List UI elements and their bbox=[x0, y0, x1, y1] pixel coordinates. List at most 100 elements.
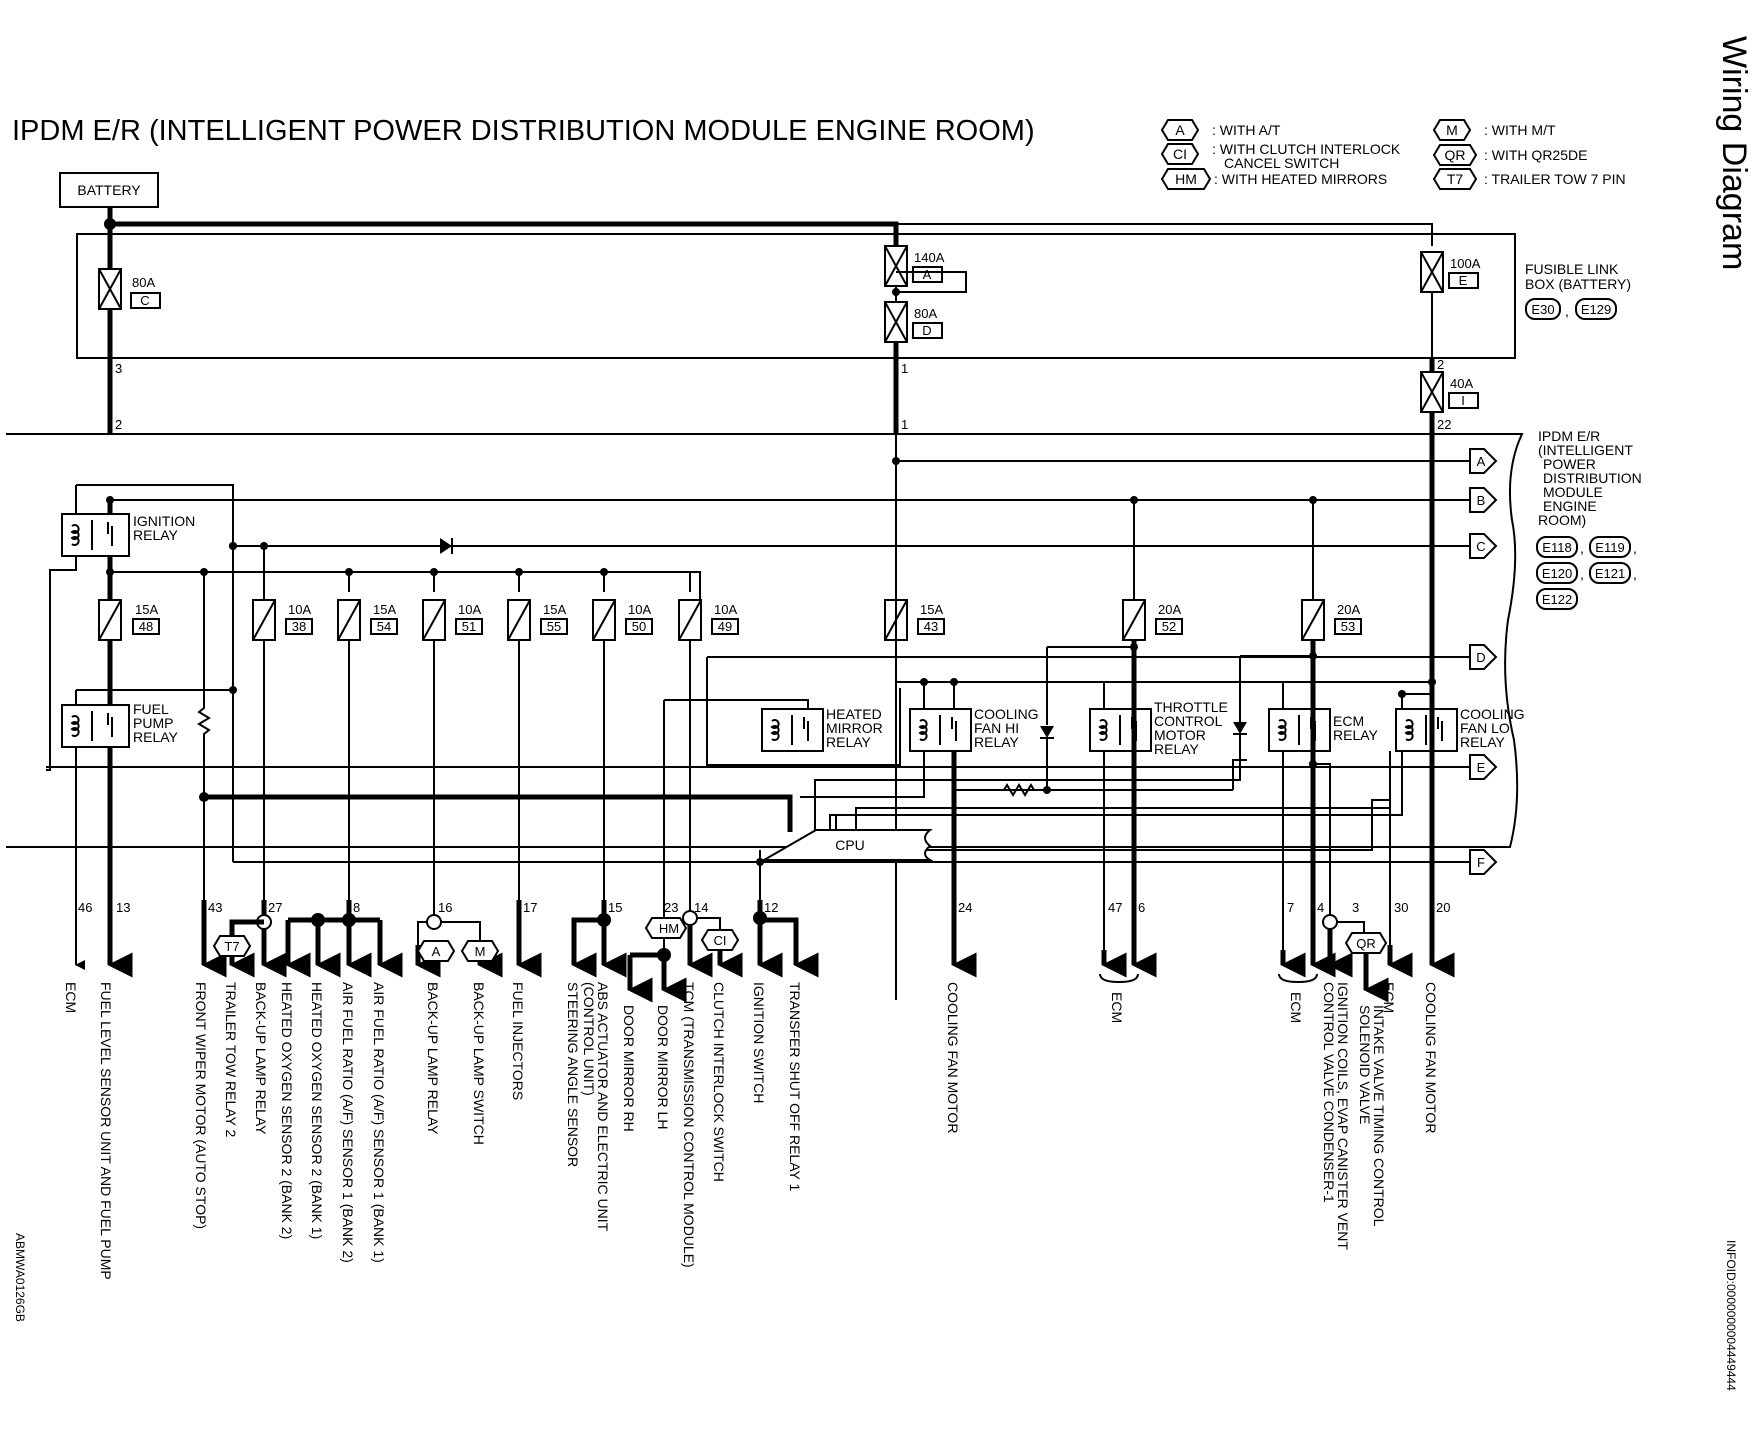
fusible-link-100a-e: 100A E bbox=[1420, 251, 1481, 358]
fuse-15a-48-num: 48 bbox=[139, 619, 153, 634]
ignition-relay-label-1: IGNITION bbox=[133, 513, 195, 529]
dest-backup-lamp-relay-2: BACK-UP LAMP RELAY bbox=[425, 982, 441, 1135]
fusible-link-140a-a: 140A A bbox=[884, 245, 945, 287]
legend-text-t7: : TRAILER TOW 7 PIN bbox=[1484, 171, 1626, 187]
pin-14: 14 bbox=[694, 900, 708, 915]
throttle-relay-label-3: MOTOR bbox=[1154, 727, 1206, 743]
legend-code-t7: T7 bbox=[1447, 171, 1464, 187]
fuse-15a-54: 15A 54 bbox=[337, 599, 398, 900]
fuse-10a-51-num: 51 bbox=[462, 619, 476, 634]
pin-30: 30 bbox=[1394, 900, 1408, 915]
connector-commas-4: , bbox=[1633, 566, 1637, 582]
connector-e118 bbox=[1536, 536, 1578, 558]
dest-ignition-coils-2: CONTROL VALVE CONDENSER-1 bbox=[1321, 982, 1337, 1203]
dest-steering-angle-sensor: STEERING ANGLE SENSOR bbox=[565, 982, 581, 1167]
connector-e121 bbox=[1589, 562, 1631, 584]
fusible-link-140a-a-id: A bbox=[923, 267, 932, 282]
pin-27: 27 bbox=[268, 900, 282, 915]
dest-transfer-shut-off-relay: TRANSFER SHUT OFF RELAY 1 bbox=[787, 982, 803, 1191]
legend-code-ci: CI bbox=[1173, 146, 1187, 162]
fusible-link-80a-d-amp: 80A bbox=[914, 306, 937, 321]
cooling-fan-lo-relay-label-1: COOLING bbox=[1460, 706, 1525, 722]
fusible-link-100a-e-amp: 100A bbox=[1450, 256, 1481, 271]
cooling-fan-hi-relay-label-1: COOLING bbox=[974, 706, 1039, 722]
ecm-relay-label-1: ECM bbox=[1333, 713, 1364, 729]
pin-12: 12 bbox=[764, 900, 778, 915]
flag-a-label: A bbox=[1477, 454, 1486, 469]
fusible-link-40a-i: 40A I bbox=[1420, 358, 1479, 434]
dest-ignition-coils: IGNITION COILS, EVAP CANISTER VENT bbox=[1335, 982, 1351, 1250]
dest-backup-lamp-relay-1: BACK-UP LAMP RELAY bbox=[253, 982, 269, 1135]
flag-d: D bbox=[1469, 644, 1498, 670]
fuse-20a-53: 20A 53 bbox=[1301, 496, 1362, 641]
pin-fl-2: 2 bbox=[115, 417, 122, 432]
cooling-fan-lo-relay-label-2: FAN LO bbox=[1460, 720, 1510, 736]
cooling-fan-lo-relay: COOLING FAN LO RELAY bbox=[815, 434, 1525, 955]
connector-e129 bbox=[1575, 298, 1617, 320]
dest-backup-lamp-switch: BACK-UP LAMP SWITCH bbox=[471, 982, 487, 1145]
option-m: M bbox=[475, 944, 486, 959]
info-id: INFOID:0000000004449444 bbox=[1724, 1240, 1738, 1391]
fuse-20a-52-amp: 20A bbox=[1158, 602, 1181, 617]
heated-mirror-relay-label-1: HEATED bbox=[826, 706, 882, 722]
flag-f: F bbox=[1469, 849, 1498, 875]
fuse-20a-52-num: 52 bbox=[1162, 619, 1176, 634]
fuse-10a-50: 10A 50 bbox=[592, 599, 653, 900]
flag-b-label: B bbox=[1477, 493, 1486, 508]
pin-fl-3: 3 bbox=[115, 361, 122, 376]
fuse-10a-38-num: 38 bbox=[292, 619, 306, 634]
dest-cooling-fan-motor-24: COOLING FAN MOTOR bbox=[945, 982, 961, 1133]
connector-e122 bbox=[1536, 588, 1578, 610]
ipdm-label-7: ROOM) bbox=[1538, 512, 1586, 528]
fuse-15a-48-amp: 15A bbox=[135, 602, 158, 617]
ipdm-label-6: ENGINE bbox=[1543, 498, 1597, 514]
fusible-link-100a-e-id: E bbox=[1459, 273, 1468, 288]
connector-e118-label: E118 bbox=[1542, 540, 1571, 555]
pin-20: 20 bbox=[1436, 900, 1450, 915]
fusible-link-80a-c-id: C bbox=[140, 293, 149, 308]
fusible-box-label-2: BOX (BATTERY) bbox=[1525, 276, 1631, 292]
fuse-10a-49: 10A 49 bbox=[678, 599, 739, 900]
pin-fl-2b: 2 bbox=[1437, 357, 1444, 372]
dest-door-mirror-lh: DOOR MIRROR LH bbox=[655, 1005, 671, 1129]
dest-door-mirror-rh: DOOR MIRROR RH bbox=[621, 1005, 637, 1132]
legend-text-ci: : WITH CLUTCH INTERLOCK bbox=[1212, 141, 1401, 157]
pin-13: 13 bbox=[116, 900, 130, 915]
side-title: Wiring Diagram bbox=[1715, 36, 1753, 270]
dest-af-sensor-bank2: AIR FUEL RATIO (A/F) SENSOR 1 (BANK 2) bbox=[340, 982, 356, 1263]
fuse-15a-43-amp: 15A bbox=[920, 602, 943, 617]
legend-code-a: A bbox=[1175, 122, 1185, 138]
fuse-15a-55-num: 55 bbox=[547, 619, 561, 634]
connector-e119 bbox=[1589, 536, 1631, 558]
option-t7: T7 bbox=[224, 939, 239, 954]
fusible-link-40a-i-id: I bbox=[1461, 393, 1465, 408]
flag-c: C bbox=[1469, 533, 1498, 559]
fusible-link-80a-c: 80A C bbox=[98, 224, 161, 434]
dest-ho2s2-bank1: HEATED OXYGEN SENSOR 2 (BANK 1) bbox=[309, 982, 325, 1239]
pin-47: 47 bbox=[1108, 900, 1122, 915]
option-hm: HM bbox=[659, 921, 679, 936]
connector-commas-2: , bbox=[1633, 540, 1637, 556]
connector-sep: , bbox=[1565, 303, 1569, 319]
legend-code-hm: HM bbox=[1175, 171, 1197, 187]
fuse-10a-49-num: 49 bbox=[718, 619, 732, 634]
dest-ecm-7: ECM bbox=[1288, 992, 1304, 1023]
pin-16: 16 bbox=[438, 900, 452, 915]
legend-text-qr: : WITH QR25DE bbox=[1484, 147, 1587, 163]
flag-b: B bbox=[1469, 487, 1498, 513]
dest-clutch-interlock-switch: CLUTCH INTERLOCK SWITCH bbox=[711, 982, 727, 1182]
fusible-link-40a-i-amp: 40A bbox=[1450, 376, 1473, 391]
pin-23: 23 bbox=[664, 900, 678, 915]
fuse-10a-51-amp: 10A bbox=[458, 602, 481, 617]
ipdm-label-5: MODULE bbox=[1543, 484, 1603, 500]
legend-text-a: : WITH A/T bbox=[1212, 122, 1281, 138]
pin-fl-1a: 1 bbox=[901, 361, 908, 376]
connector-e122-label: E122 bbox=[1542, 592, 1572, 607]
fuse-15a-43: 15A 43 bbox=[884, 599, 945, 641]
fuse-15a-48: 15A 48 bbox=[98, 572, 160, 690]
dest-ignition-switch: IGNITION SWITCH bbox=[751, 982, 767, 1103]
fuse-10a-38-amp: 10A bbox=[288, 602, 311, 617]
fusible-link-140a-a-amp: 140A bbox=[914, 250, 945, 265]
pin-24: 24 bbox=[958, 900, 972, 915]
pin-7: 7 bbox=[1287, 900, 1294, 915]
